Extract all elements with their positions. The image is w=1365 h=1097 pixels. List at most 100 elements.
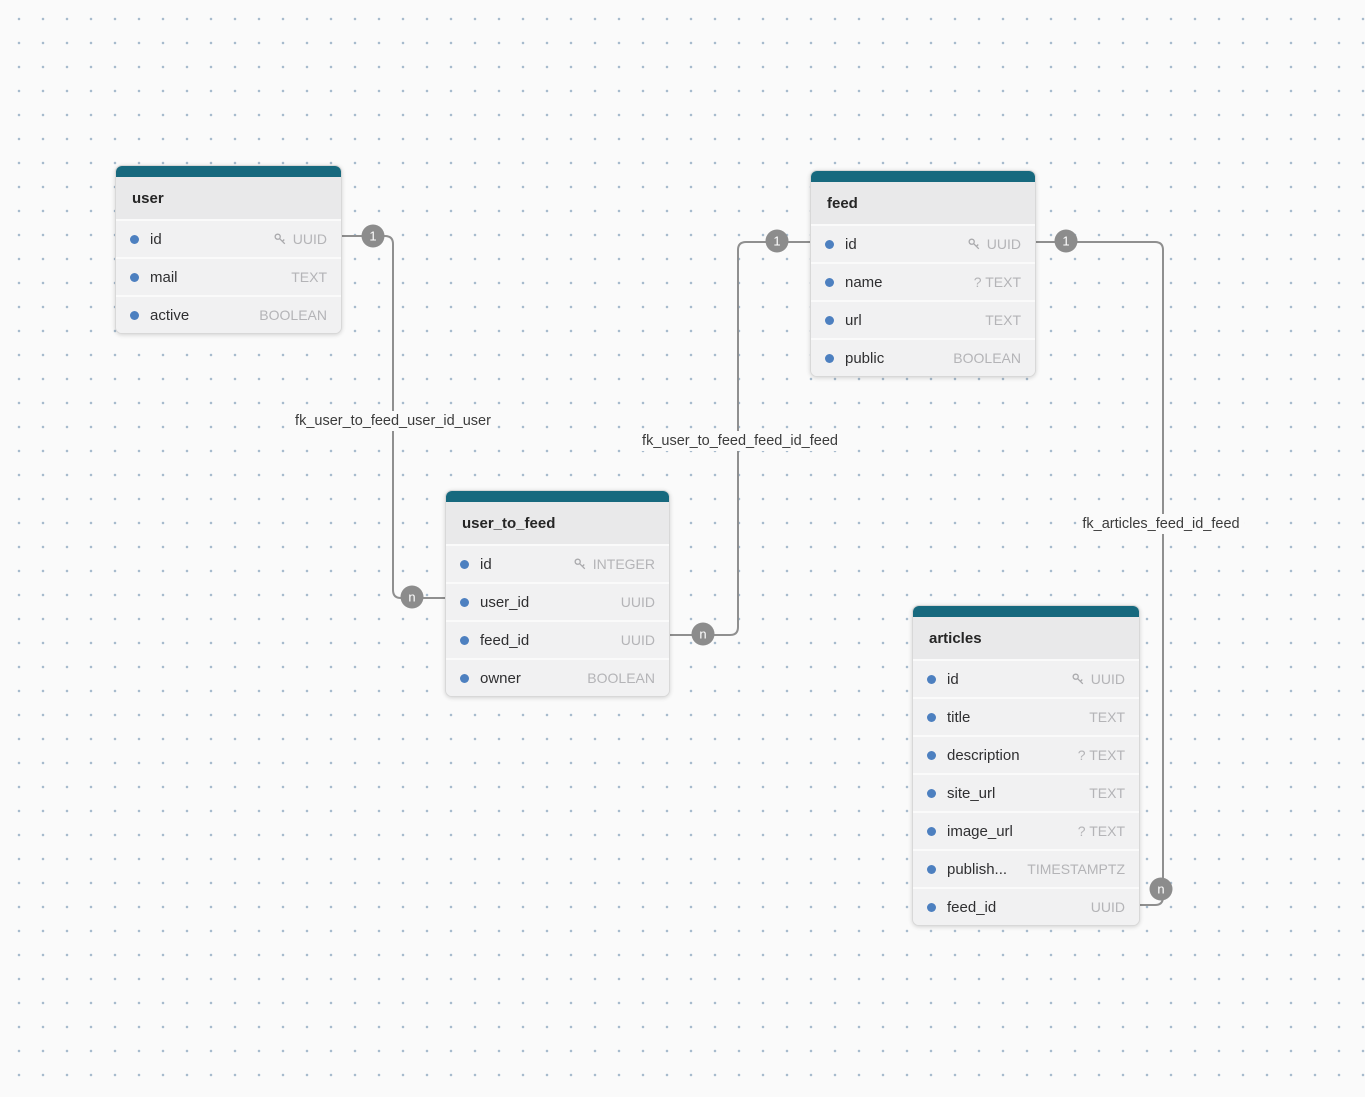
column-dot — [927, 712, 936, 722]
column-name: publish... — [947, 860, 1008, 878]
table-articles-header-bar — [913, 606, 1139, 617]
column-name: description — [947, 746, 1020, 764]
column-row-feed-name[interactable]: name ? TEXT — [811, 262, 1035, 300]
column-row-user-id[interactable]: id UUID — [116, 219, 341, 257]
column-name: id — [845, 235, 857, 253]
column-row-user-to-feed-owner[interactable]: owner BOOLEAN — [446, 658, 669, 696]
column-type: BOOLEAN — [953, 350, 1021, 366]
relationship-label[interactable]: fk_user_to_feed_feed_id_feed — [637, 431, 843, 451]
table-name: feed — [827, 194, 858, 212]
column-dot — [927, 864, 936, 874]
column-type: INTEGER — [592, 556, 655, 572]
column-name: user_id — [480, 593, 530, 611]
table-name: user — [132, 189, 164, 207]
table-user-to-feed-title[interactable]: user_to_feed — [446, 502, 669, 544]
column-dot — [130, 234, 139, 244]
cardinality-badge-many: n — [1149, 877, 1173, 901]
column-dot — [825, 315, 834, 325]
column-row-feed-url[interactable]: url TEXT — [811, 300, 1035, 338]
connector-fk-articles-feed-id-feed[interactable] — [1036, 241, 1164, 906]
column-type: TEXT — [1089, 785, 1125, 801]
column-row-articles-site-url[interactable]: site_url TEXT — [913, 773, 1139, 811]
column-dot — [130, 310, 139, 320]
column-name: title — [947, 708, 971, 726]
column-name: active — [150, 306, 190, 324]
relationship-label[interactable]: fk_articles_feed_id_feed — [1077, 514, 1245, 534]
column-row-user-mail[interactable]: mail TEXT — [116, 257, 341, 295]
column-name: id — [150, 230, 162, 248]
table-articles-title[interactable]: articles — [913, 617, 1139, 659]
table-name: user_to_feed — [462, 514, 556, 532]
column-dot — [130, 272, 139, 282]
column-dot — [460, 635, 469, 645]
column-dot — [825, 353, 834, 363]
column-type: TEXT — [985, 312, 1021, 328]
column-name: feed_id — [480, 631, 530, 649]
table-user-to-feed-header-bar — [446, 491, 669, 502]
column-row-feed-public[interactable]: public BOOLEAN — [811, 338, 1035, 376]
column-name: id — [947, 670, 959, 688]
column-name: url — [845, 311, 862, 329]
column-dot — [927, 750, 936, 760]
column-type: UUID — [292, 231, 327, 247]
column-type: BOOLEAN — [587, 670, 655, 686]
table-user-to-feed[interactable]: user_to_feed id INTEGER user_id UUID fee… — [445, 490, 670, 697]
table-articles[interactable]: articles id UUID title TEXT description … — [912, 605, 1140, 926]
column-type: UUID — [620, 594, 655, 610]
column-name: public — [845, 349, 885, 367]
table-feed[interactable]: feed id UUID name ? TEXT url TEXT public… — [810, 170, 1036, 377]
table-feed-title[interactable]: feed — [811, 182, 1035, 224]
table-user[interactable]: user id UUID mail TEXT active BOOLEAN — [115, 165, 342, 334]
column-name: feed_id — [947, 898, 997, 916]
cardinality-badge-one: 1 — [765, 229, 789, 253]
column-type: TEXT — [1089, 709, 1125, 725]
primary-key-icon — [968, 237, 980, 249]
column-name: owner — [480, 669, 521, 687]
column-row-articles-description[interactable]: description ? TEXT — [913, 735, 1139, 773]
table-user-header-bar — [116, 166, 341, 177]
table-user-title[interactable]: user — [116, 177, 341, 219]
column-row-user-active[interactable]: active BOOLEAN — [116, 295, 341, 333]
column-type: UUID — [620, 632, 655, 648]
column-type: ? TEXT — [1077, 747, 1125, 763]
cardinality-badge-many: n — [400, 585, 424, 609]
column-row-articles-title[interactable]: title TEXT — [913, 697, 1139, 735]
column-type: ? TEXT — [1077, 823, 1125, 839]
column-name: image_url — [947, 822, 1013, 840]
column-row-user-to-feed-id[interactable]: id INTEGER — [446, 544, 669, 582]
column-row-articles-feed-id[interactable]: feed_id UUID — [913, 887, 1139, 925]
column-dot — [927, 788, 936, 798]
column-type: TEXT — [291, 269, 327, 285]
column-name: name — [845, 273, 883, 291]
column-row-articles-published[interactable]: publish... TIMESTAMPTZ — [913, 849, 1139, 887]
column-type: UUID — [986, 236, 1021, 252]
column-row-articles-id[interactable]: id UUID — [913, 659, 1139, 697]
cardinality-badge-one: 1 — [361, 224, 385, 248]
column-row-user-to-feed-user-id[interactable]: user_id UUID — [446, 582, 669, 620]
column-name: id — [480, 555, 492, 573]
column-dot — [460, 597, 469, 607]
column-row-user-to-feed-feed-id[interactable]: feed_id UUID — [446, 620, 669, 658]
cardinality-badge-one: 1 — [1054, 229, 1078, 253]
column-dot — [927, 826, 936, 836]
column-dot — [460, 673, 469, 683]
column-dot — [927, 902, 936, 912]
column-type: UUID — [1090, 899, 1125, 915]
relationship-label[interactable]: fk_user_to_feed_user_id_user — [290, 411, 496, 431]
column-type: ? TEXT — [973, 274, 1021, 290]
column-type: TIMESTAMPTZ — [1027, 861, 1125, 877]
table-name: articles — [929, 629, 982, 647]
column-dot — [927, 674, 936, 684]
column-name: mail — [150, 268, 178, 286]
column-type: UUID — [1090, 671, 1125, 687]
table-feed-header-bar — [811, 171, 1035, 182]
primary-key-icon — [1072, 672, 1084, 684]
column-row-feed-id[interactable]: id UUID — [811, 224, 1035, 262]
primary-key-icon — [574, 557, 586, 569]
column-name: site_url — [947, 784, 996, 802]
column-dot — [460, 559, 469, 569]
cardinality-badge-many: n — [691, 622, 715, 646]
column-row-articles-image-url[interactable]: image_url ? TEXT — [913, 811, 1139, 849]
column-dot — [825, 239, 834, 249]
